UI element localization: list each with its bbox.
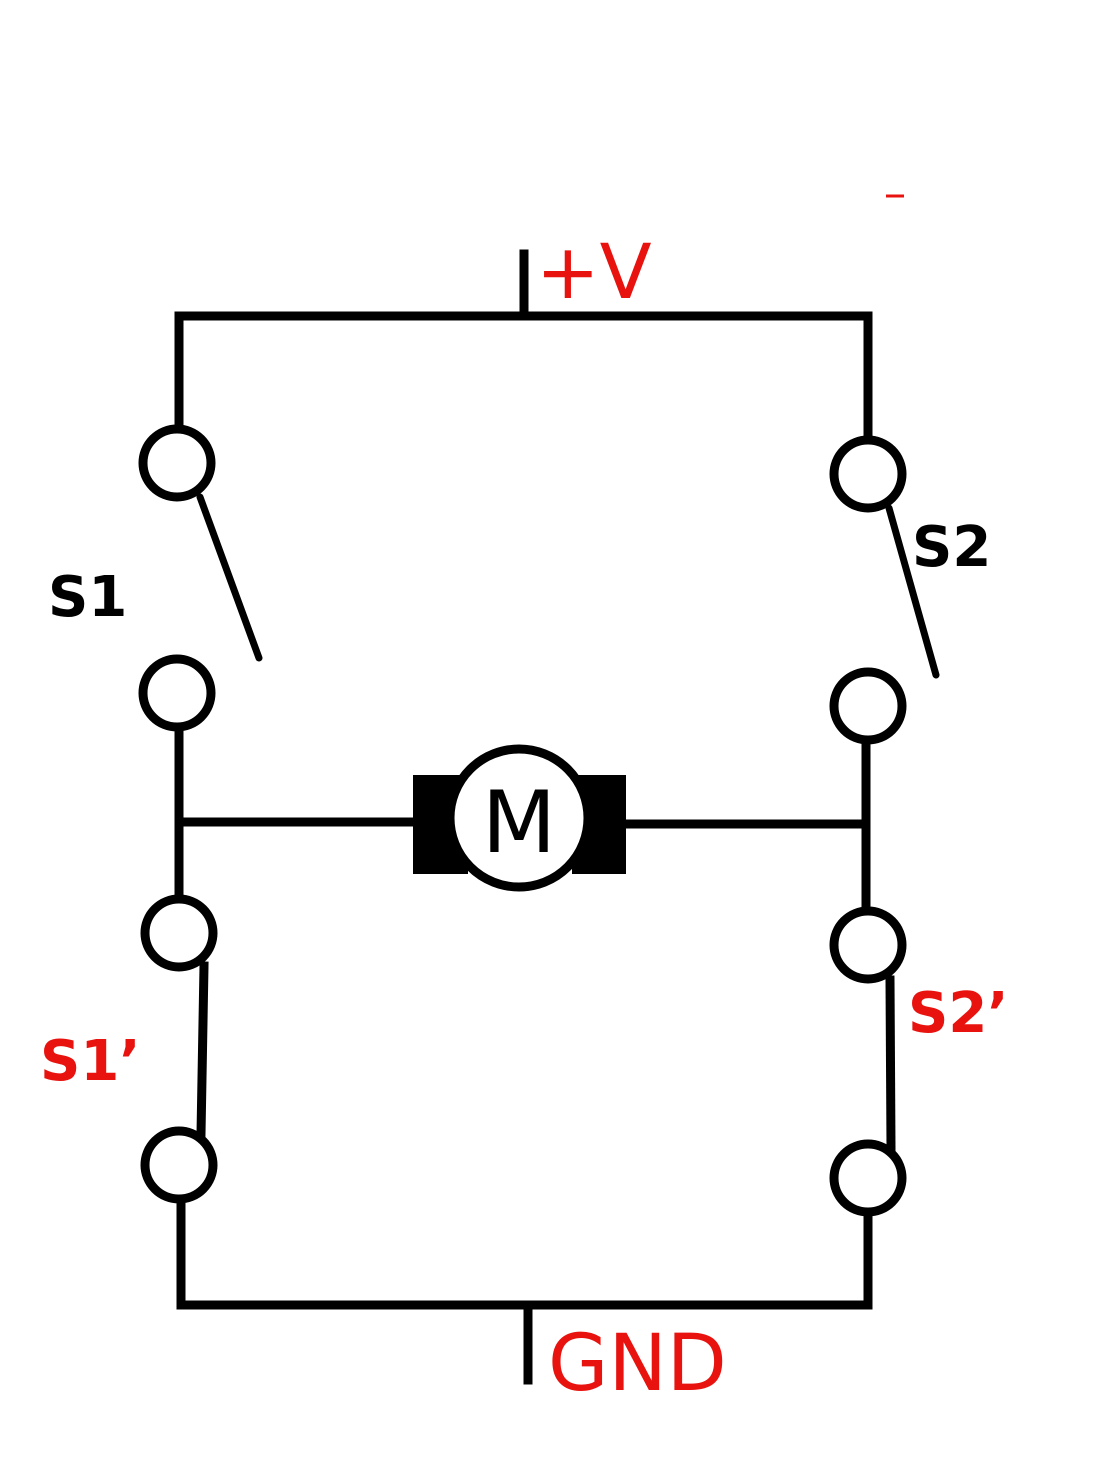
motor-body [445, 744, 593, 892]
motor-label: M [482, 773, 556, 873]
s1-lever [196, 493, 263, 662]
switch-s2-label: S2 [912, 515, 991, 580]
switch-s1-prime-label: S1’ [40, 1029, 141, 1094]
switch-s2-prime-label: S2’ [908, 981, 1009, 1046]
s1-prime-upper-terminal [140, 894, 218, 972]
motor: M [413, 744, 626, 892]
s2-prime-upper-terminal [829, 906, 907, 984]
ground-label: GND [548, 1319, 727, 1409]
s2-prime-lower-terminal [829, 1139, 907, 1217]
switch-s1-label: S1 [48, 565, 127, 630]
s1-prime-closed-contact [196, 961, 209, 1139]
s1-prime-lower-terminal [140, 1126, 218, 1204]
s1-lower-terminal [138, 654, 216, 732]
s2-lever [885, 504, 940, 679]
s2-lower-terminal [829, 667, 907, 745]
s2-prime-closed-contact [885, 975, 896, 1153]
supply-label: +V [536, 227, 652, 316]
s2-upper-terminal [829, 435, 907, 513]
s1-upper-terminal [138, 424, 216, 502]
